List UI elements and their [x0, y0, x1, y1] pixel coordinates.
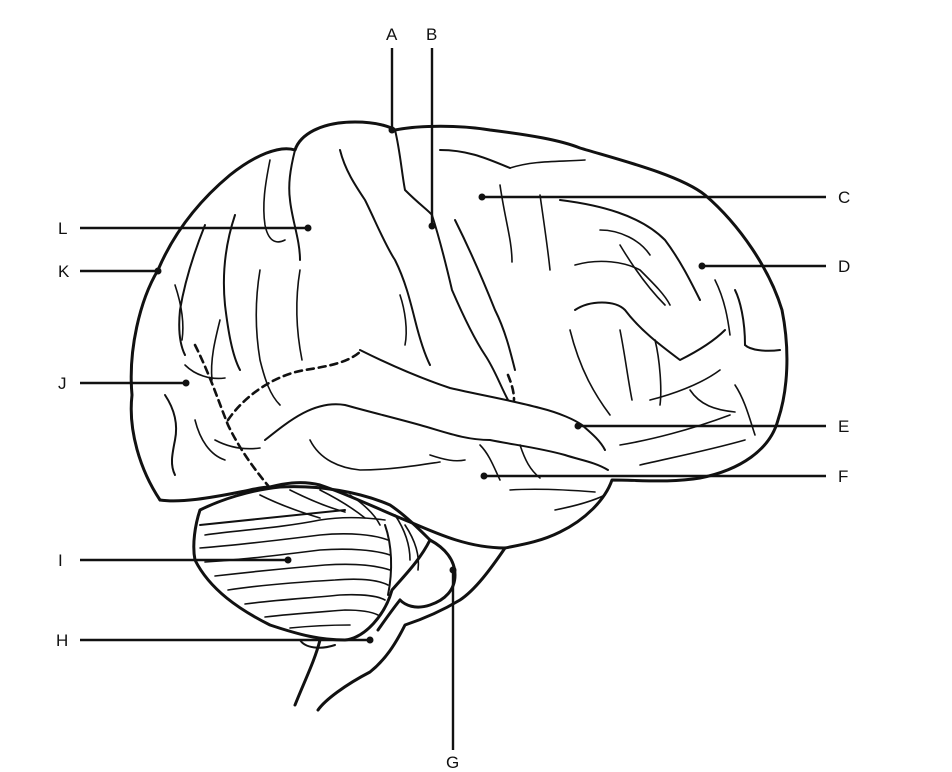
- label-E: E: [838, 417, 850, 436]
- label-A: A: [386, 25, 398, 44]
- label-I: I: [58, 551, 63, 570]
- temporo-parietal-boundary: [226, 348, 364, 422]
- lateral-fissure: [359, 349, 606, 451]
- label-D: D: [838, 257, 851, 276]
- label-B: B: [426, 25, 438, 44]
- label-L: L: [58, 219, 68, 238]
- superior-temporal-sulcus: [264, 403, 609, 471]
- label-F: F: [838, 467, 849, 486]
- label-G: G: [446, 753, 460, 772]
- pons-outline: [398, 538, 457, 609]
- brainstem-outline: [316, 546, 507, 712]
- cerebellum-folia: [199, 489, 420, 629]
- label-K: K: [58, 262, 70, 281]
- cerebellum-outline: [192, 485, 432, 642]
- label-H: H: [56, 631, 69, 650]
- cerebrum-outline: [129, 120, 789, 550]
- temporal-lower-outline: [268, 481, 507, 550]
- central-sulcus: [394, 129, 509, 401]
- label-C: C: [838, 188, 851, 207]
- occipital-base-outline: [158, 485, 272, 503]
- parieto-occipital-boundary: [193, 343, 272, 490]
- label-J: J: [58, 374, 67, 393]
